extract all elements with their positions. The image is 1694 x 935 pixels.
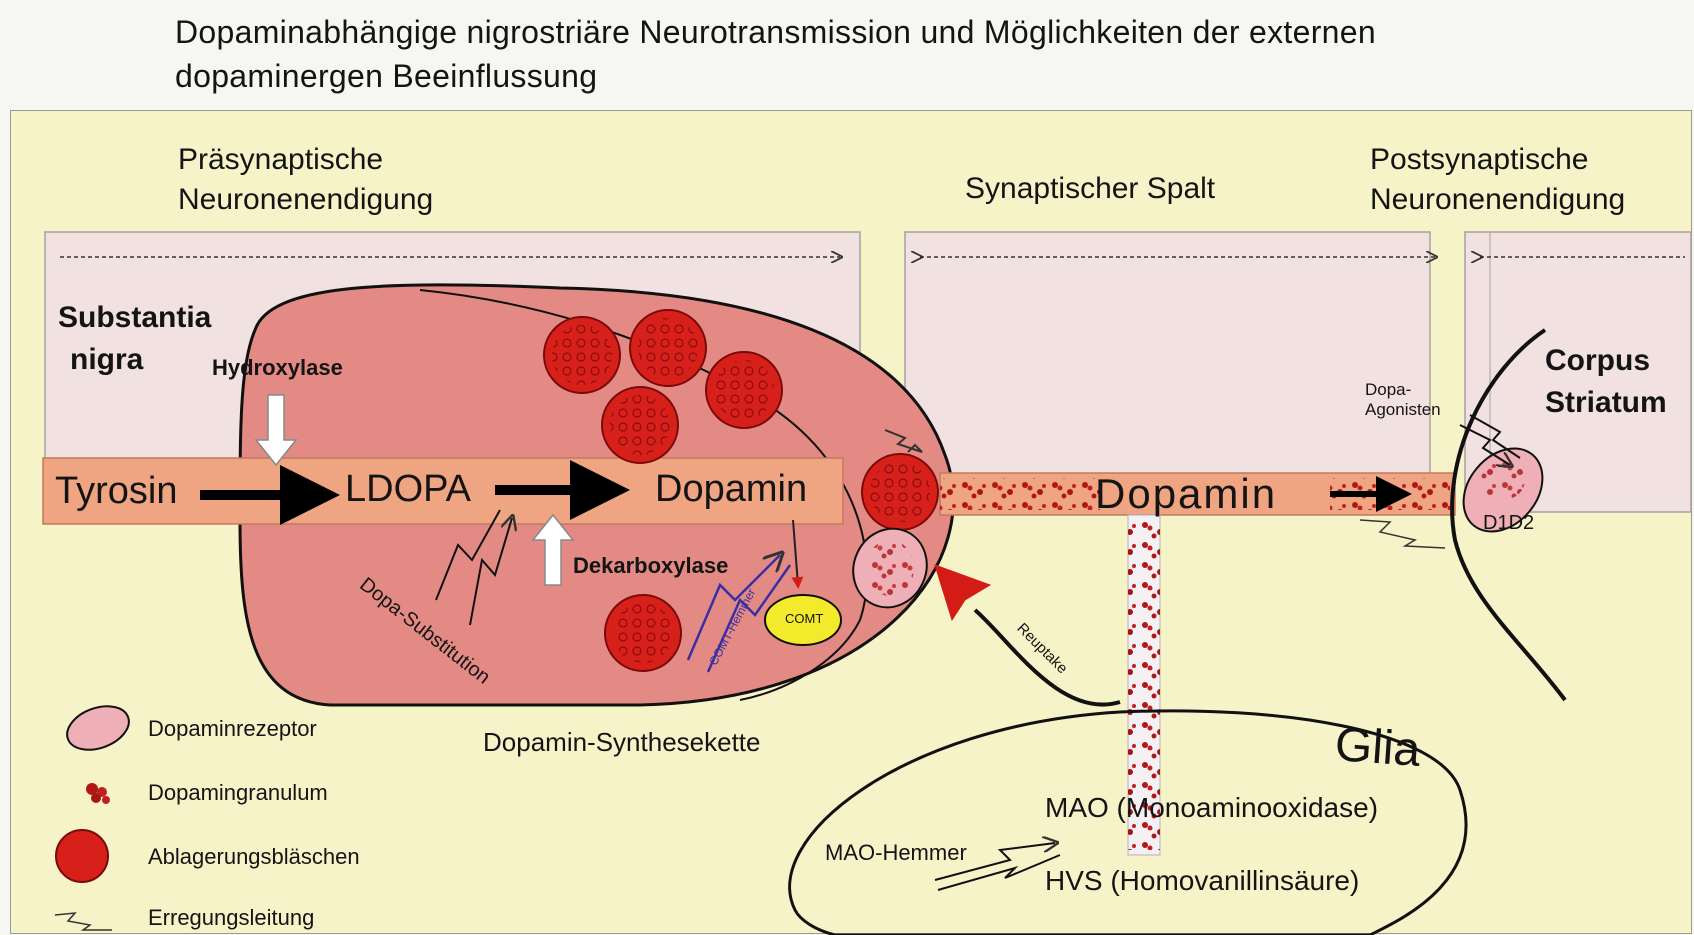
hydroxylase-label: Hydroxylase [212,355,343,381]
legend-excitation-label: Erregungsleitung [148,905,314,931]
tyrosin-label: Tyrosin [55,470,177,513]
receptor-subtype-label: D1D2 [1483,512,1534,535]
ldopa-label: LDOPA [345,468,471,511]
excitation-icon [55,913,112,930]
legend-vesicle-label: Ablagerungsbläschen [148,844,360,870]
comt-label: COMT [785,611,823,626]
reuptake-arrowhead [935,565,990,620]
legend-receptor-label: Dopaminrezeptor [148,716,317,742]
dopa-agonisten-label: Dopa- Agonisten [1365,380,1441,420]
glia-label: Glia [1333,717,1422,778]
dopamine-receptor-icon [61,698,135,757]
dopamin-label: Dopamin [655,468,807,511]
corpus-striatum-label: Corpus Striatum [1545,340,1667,424]
postsynaptic-heading: Postsynaptische Neuronenendigung [1370,140,1625,220]
dekarboxylase-label: Dekarboxylase [573,553,728,579]
legend-granule-label: Dopamingranulum [148,780,328,806]
presynaptic-heading: Präsynaptische Neuronenendigung [178,140,433,220]
mao-hemmer-label: MAO-Hemmer [825,840,967,866]
cleft-dopamin-label: Dopamin [1095,470,1277,518]
synthese-label: Dopamin-Synthesekette [483,727,760,758]
hvs-label: HVS (Homovanillinsäure) [1045,865,1359,897]
mao-label: MAO (Monoaminooxidase) [1045,792,1378,824]
excitation-icon-post [1360,520,1445,548]
substantia-nigra-label: Substantia nigra [58,297,211,381]
dopamine-granule-icon [86,783,110,804]
cleft-heading: Synaptischer Spalt [965,172,1215,206]
storage-vesicle-icon [56,830,108,882]
cleft-granules [940,478,1100,510]
